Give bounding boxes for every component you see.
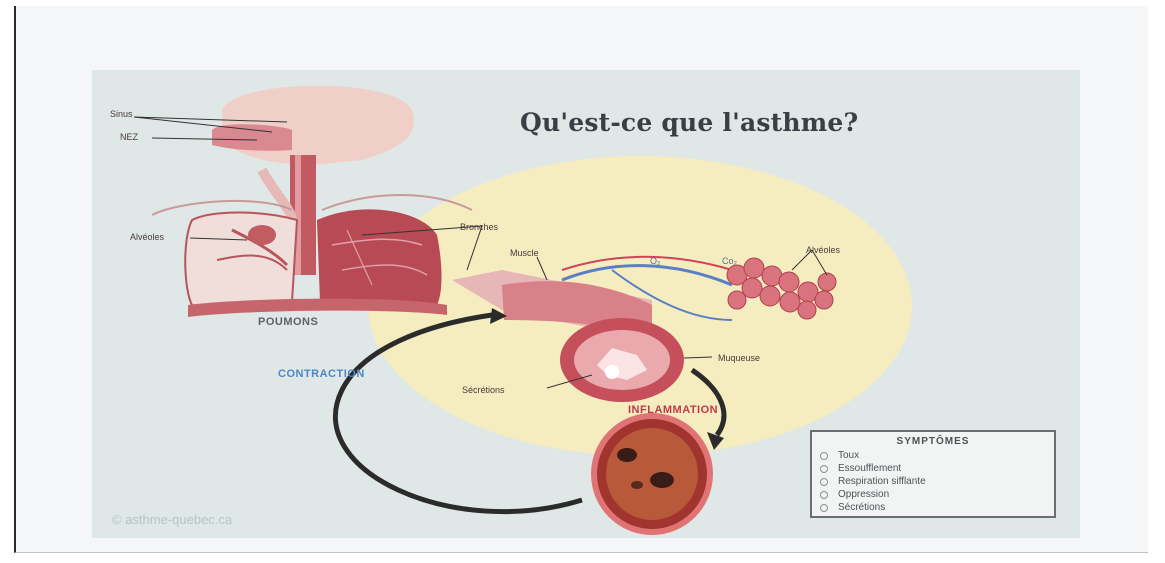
bullet-icon — [820, 465, 828, 473]
label-bronches: Bronches — [460, 222, 498, 232]
label-secretions: Sécrétions — [462, 385, 505, 395]
label-contraction: CONTRACTION — [278, 368, 365, 380]
label-sinus: Sinus — [110, 109, 133, 119]
right-lung — [317, 209, 442, 308]
symptoms-title: SYMPTÔMES — [820, 436, 1046, 447]
symptom-label: Sécrétions — [838, 501, 885, 514]
bullet-icon — [820, 478, 828, 486]
nasal-cavity — [212, 124, 292, 151]
label-nez: NEZ — [120, 132, 138, 142]
bullet-icon — [820, 452, 828, 460]
label-muqueuse: Muqueuse — [718, 353, 760, 363]
symptom-item: Essoufflement — [820, 462, 1046, 475]
poster-title: Qu'est-ce que l'asthme? — [520, 108, 858, 137]
symptom-label: Toux — [838, 449, 859, 462]
symptoms-box: SYMPTÔMES Toux Essoufflement Respiration… — [810, 430, 1056, 518]
symptom-item: Oppression — [820, 488, 1046, 501]
credit-watermark: © asthme-quebec.ca — [112, 512, 232, 527]
label-muscle: Muscle — [510, 248, 539, 258]
symptom-item: Respiration sifflante — [820, 475, 1046, 488]
bullet-icon — [820, 491, 828, 499]
symptom-item: Toux — [820, 449, 1046, 462]
label-co2: Co₂ — [722, 256, 737, 266]
symptom-label: Oppression — [838, 488, 889, 501]
symptom-label: Respiration sifflante — [838, 475, 926, 488]
symptom-item: Sécrétions — [820, 501, 1046, 514]
symptom-label: Essoufflement — [838, 462, 901, 475]
label-poumons: POUMONS — [258, 316, 318, 328]
label-alveoles-left: Alvéoles — [130, 232, 164, 242]
label-alveoles-right: Alvéoles — [806, 245, 840, 255]
label-inflammation: INFLAMMATION — [628, 404, 718, 416]
label-o2: O₂ — [650, 256, 661, 266]
bullet-icon — [820, 504, 828, 512]
